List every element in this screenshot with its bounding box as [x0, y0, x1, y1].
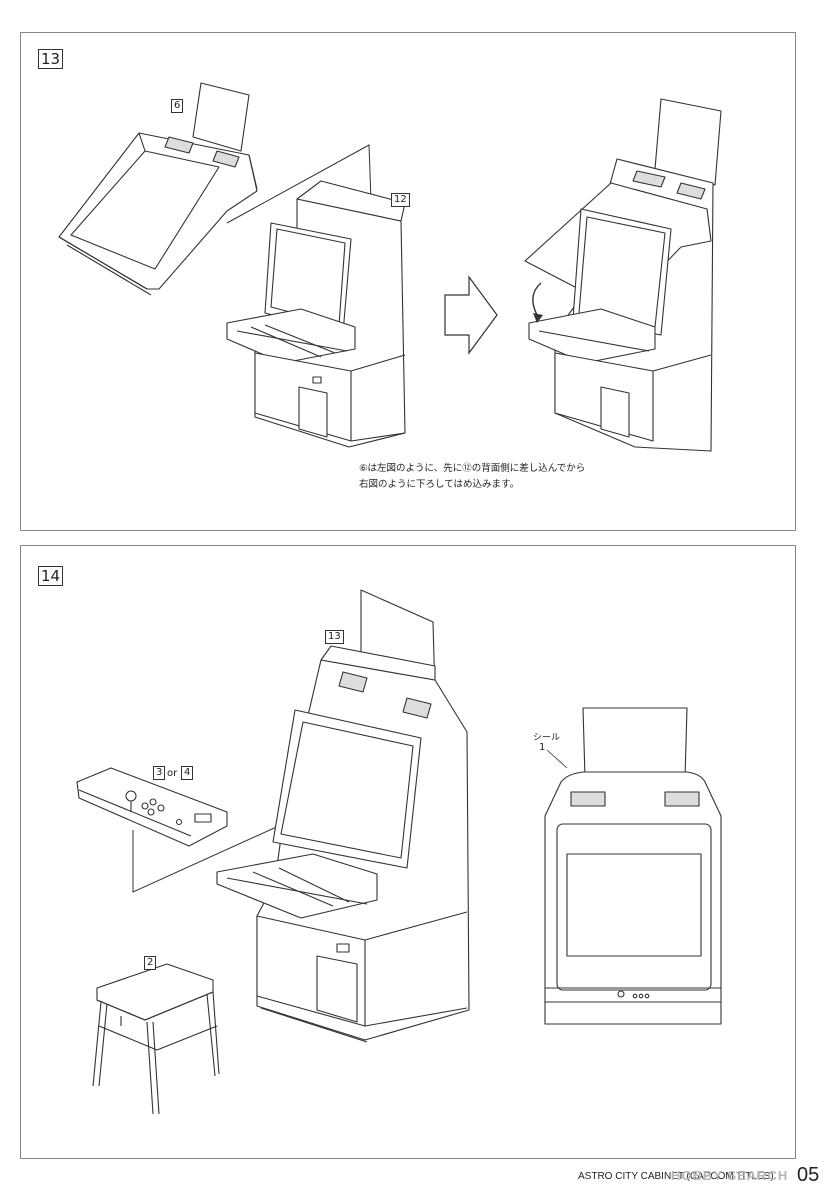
control-panel	[76, 767, 228, 847]
cabinet-13	[216, 589, 470, 1043]
cabinet-front-view	[544, 707, 722, 1025]
step-number: 13	[38, 49, 64, 69]
arrow-right-icon	[444, 275, 498, 355]
marquee-top-part	[58, 82, 258, 296]
step-number: 14	[38, 566, 64, 586]
part-number-2: 2	[144, 956, 157, 970]
part-number-12: 12	[391, 193, 410, 207]
or-label: or	[167, 768, 178, 779]
sticker-label: シール	[533, 733, 561, 743]
watermark: HOBBY SEARCH	[671, 1168, 789, 1183]
part-number-13: 13	[325, 630, 344, 644]
step-14-panel: 14	[20, 545, 796, 1159]
step-13-illustration	[58, 82, 722, 452]
sticker-number: 1	[539, 742, 546, 753]
stool	[92, 963, 220, 1115]
instruction-note-line-2: 右図のように下ろしてはめ込みます。	[359, 479, 520, 490]
instruction-note-line-1: ⑥は左図のように、先に⑫の背面側に差し込んでから	[359, 463, 586, 474]
part-number-4: 4	[181, 766, 194, 780]
part-number-6: 6	[171, 99, 184, 113]
step-13-panel: 13	[20, 32, 796, 531]
cabinet-12	[226, 180, 406, 448]
footer-title: ASTRO CITY CABINET (CAPCOM TITLES)	[578, 1171, 774, 1182]
part-number-3: 3	[153, 766, 166, 780]
page-number: 05	[797, 1164, 820, 1186]
cabinet-assembled	[524, 98, 722, 452]
step-14-illustration	[76, 589, 722, 1115]
